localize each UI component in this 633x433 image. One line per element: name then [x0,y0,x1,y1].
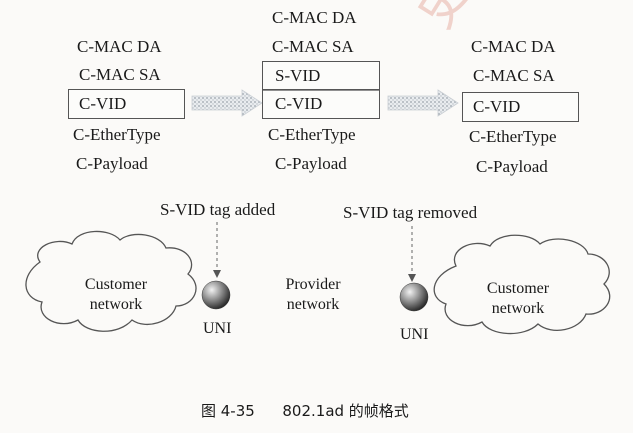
middle-field-cmac-sa: C-MAC SA [272,37,354,56]
middle-cvid-box [262,89,380,119]
figure-caption: 图 4-35 802.1ad 的帧格式 [201,400,409,421]
left-field-ethertype: C-EtherType [73,125,161,144]
right-customer-cloud [433,234,611,335]
uni-label-left: UNI [203,320,232,337]
left-cloud-line1: Customer [84,276,148,293]
left-field-cmac-sa: C-MAC SA [79,65,161,84]
middle-svid-box [262,61,380,91]
label-tag-removed: S-VID tag removed [343,203,478,222]
provider-network-label: Provider network [263,275,363,315]
uni-ball-right [399,282,429,312]
label-tag-added: S-VID tag added [160,200,276,219]
arrow-right-2 [386,89,461,122]
middle-field-ethertype: C-EtherType [268,125,356,144]
left-cloud-label: Customer network [66,275,166,315]
arrow-right-1 [190,89,265,122]
provider-line2: network [286,296,340,313]
left-cloud-line2: network [89,296,143,313]
left-field-payload: C-Payload [76,154,148,173]
left-field-cmac-da: C-MAC DA [77,37,162,56]
caption-number: 图 4-35 [201,402,255,420]
right-cloud-label: Customer network [468,279,568,319]
uni-ball-left [201,280,231,310]
right-cvid-box [462,92,579,122]
caption-text: 802.1ad 的帧格式 [282,402,409,420]
left-field-cvid: C-VID [79,94,127,113]
middle-field-cvid: C-VID [275,94,323,113]
left-customer-cloud [25,230,197,332]
right-field-cmac-da: C-MAC DA [471,37,556,56]
provider-line1: Provider [285,276,341,293]
middle-field-cmac-da: C-MAC DA [272,8,357,27]
right-cloud-line2: network [491,300,545,317]
right-field-cmac-sa: C-MAC SA [473,66,555,85]
right-cloud-line1: Customer [486,280,550,297]
right-field-ethertype: C-EtherType [469,127,557,146]
right-field-payload: C-Payload [476,157,548,176]
uni-label-right: UNI [400,326,429,343]
middle-field-payload: C-Payload [275,154,347,173]
middle-field-svid: S-VID [275,66,321,85]
right-field-cvid: C-VID [473,97,521,116]
left-cvid-box [68,89,185,119]
